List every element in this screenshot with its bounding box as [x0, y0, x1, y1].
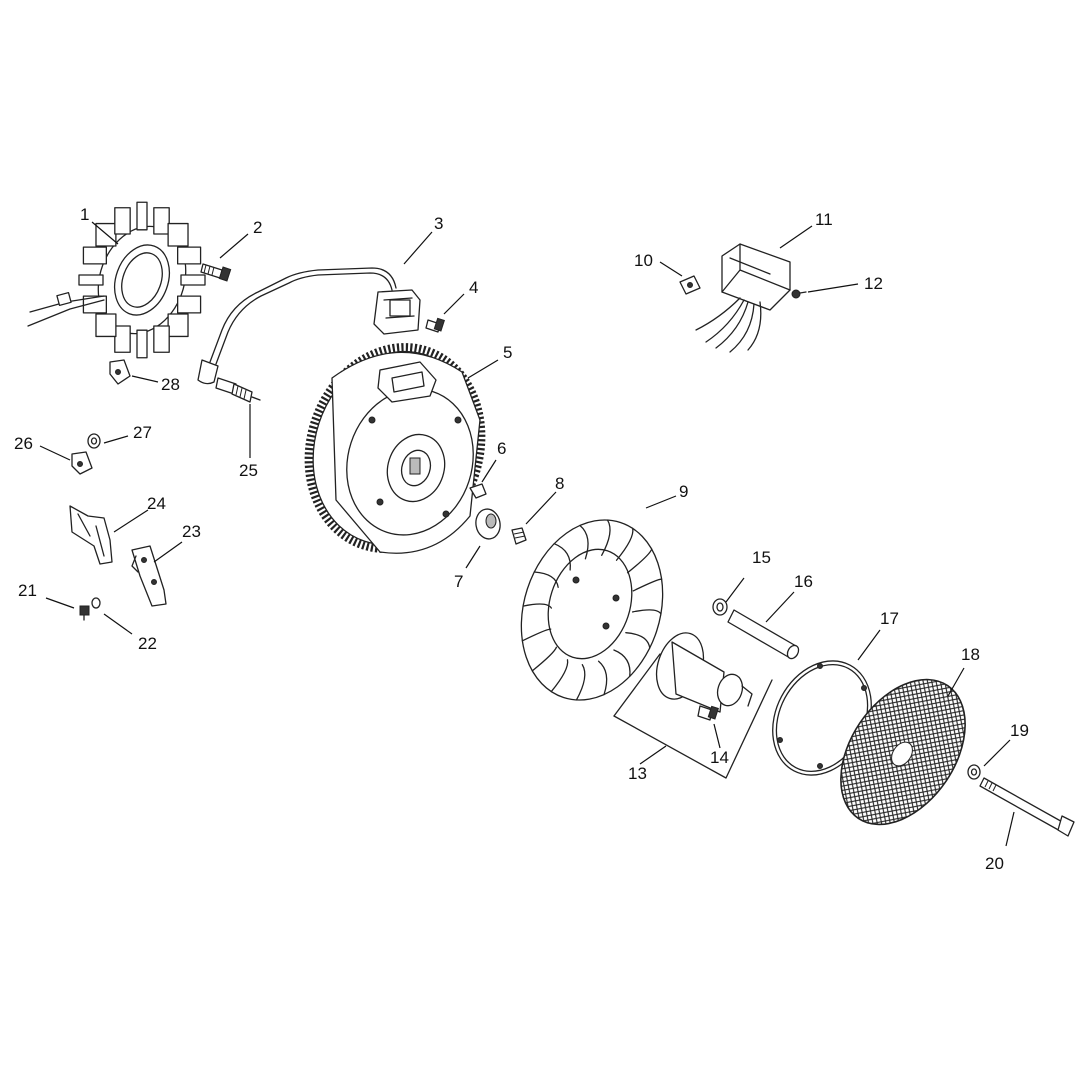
screw-part-12 — [791, 289, 807, 299]
clip-part-24 — [69, 505, 113, 565]
bolt-part-20 — [979, 777, 1075, 837]
callout-27: 27 — [133, 423, 152, 442]
stator-part — [27, 201, 206, 359]
fan-blade — [615, 527, 634, 561]
screw-part-2 — [200, 263, 232, 282]
fan-blade — [522, 603, 552, 609]
stator-tooth — [95, 222, 117, 247]
callout-1: 1 — [80, 205, 89, 224]
fan-blade — [521, 628, 552, 642]
fan-blade — [613, 649, 631, 677]
washer-part-19 — [967, 764, 981, 780]
callout-18: 18 — [961, 645, 980, 664]
stator-tooth — [95, 313, 117, 338]
stator-tooth — [114, 325, 131, 353]
callout-21: 21 — [18, 581, 37, 600]
washer-part-7 — [475, 508, 501, 540]
callout-23: 23 — [182, 522, 201, 541]
callout-4: 4 — [469, 278, 478, 297]
washer-part-15 — [712, 598, 728, 616]
callout-15: 15 — [752, 548, 771, 567]
regulator-part — [695, 243, 791, 353]
callout-20: 20 — [985, 854, 1004, 873]
callout-6: 6 — [497, 439, 506, 458]
callout-26: 26 — [14, 434, 33, 453]
callout-3: 3 — [434, 214, 443, 233]
spark-plug-part — [215, 377, 261, 403]
clamp-part-26 — [71, 451, 93, 475]
fan-blade — [533, 571, 559, 588]
screw-part-4 — [425, 317, 445, 333]
callout-2: 2 — [253, 218, 262, 237]
clamp-part-28 — [109, 359, 131, 385]
callout-7: 7 — [454, 572, 463, 591]
stator-tooth — [78, 274, 104, 286]
screw-part-14 — [697, 705, 719, 721]
callout-28: 28 — [161, 375, 180, 394]
stator-tooth — [180, 274, 206, 286]
fan-blade — [553, 543, 571, 571]
callout-22: 22 — [138, 634, 157, 653]
callout-16: 16 — [794, 572, 813, 591]
ignition-module-part — [197, 267, 421, 385]
fan-blade — [579, 524, 589, 560]
stator-tooth — [167, 313, 189, 338]
callout-9: 9 — [679, 482, 688, 501]
callout-11: 11 — [815, 210, 833, 229]
washer-part-22 — [91, 597, 101, 609]
fan-blade — [632, 609, 662, 615]
callout-8: 8 — [555, 474, 564, 493]
callout-24: 24 — [147, 494, 166, 513]
callout-19: 19 — [1010, 721, 1029, 740]
washer-part-27 — [87, 433, 101, 449]
stator-tooth — [82, 246, 107, 265]
stator-tooth — [136, 201, 148, 231]
fan-blade — [625, 632, 651, 649]
callout-17: 17 — [880, 609, 899, 628]
fan-blade — [632, 578, 663, 592]
callout-12: 12 — [864, 274, 883, 293]
nut-part-8 — [511, 527, 527, 545]
callout-14: 14 — [710, 748, 729, 767]
stator-tooth — [167, 222, 189, 247]
stator-tooth — [114, 207, 131, 235]
callout-25: 25 — [239, 461, 258, 480]
bracket-part-23 — [131, 545, 167, 607]
fan-part — [520, 519, 664, 701]
callout-13: 13 — [628, 764, 647, 783]
callout-5: 5 — [503, 343, 512, 362]
screw-part-21 — [79, 605, 90, 621]
callout-10: 10 — [634, 251, 653, 270]
square-nut-part-10 — [679, 275, 701, 295]
stator-tooth — [177, 295, 202, 314]
hub-part — [613, 632, 773, 779]
leader-lines — [39, 221, 1015, 847]
fan-blade — [575, 663, 586, 701]
stator-tooth — [153, 207, 170, 235]
callout-labels: 1 2 3 4 5 6 7 8 9 10 11 12 13 14 15 16 1… — [14, 205, 1029, 873]
fan-blade — [626, 548, 653, 574]
stator-tooth — [153, 325, 170, 353]
fan-blade — [597, 660, 608, 696]
key-part-6 — [469, 483, 487, 499]
spacer-part-16 — [727, 609, 800, 660]
flywheel-part — [304, 343, 486, 554]
stator-tooth — [136, 329, 148, 359]
fan-blade — [531, 646, 558, 672]
fan-blade — [601, 519, 611, 557]
stator-tooth — [177, 246, 202, 265]
fan-blade — [550, 659, 569, 693]
screen-part-18 — [840, 678, 966, 826]
